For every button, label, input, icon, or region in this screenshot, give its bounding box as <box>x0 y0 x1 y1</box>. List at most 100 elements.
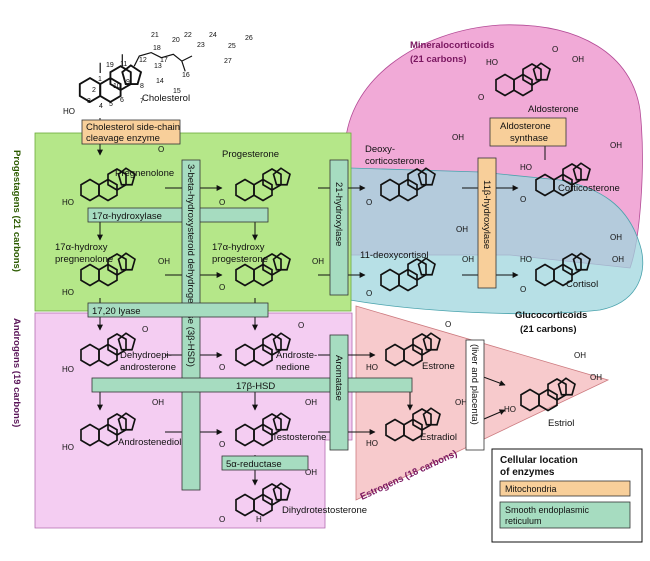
pregnenolone-o: O <box>158 145 164 154</box>
hydroxyprogesterone-label-2: progesterone <box>212 254 268 265</box>
cholesterol-ho: HO <box>63 107 75 116</box>
svg-text:23: 23 <box>197 42 205 49</box>
estriol-oh: OH <box>574 351 586 360</box>
svg-text:1: 1 <box>98 76 102 83</box>
testosterone-o: O <box>219 440 225 449</box>
hydroxypregnenolone-ho: HO <box>62 288 74 297</box>
aldosterone-ho: HO <box>486 58 498 67</box>
enzyme-5a-reductase-text: 5α-reductase <box>226 459 282 470</box>
pregnenolone-ho: HO <box>62 198 74 207</box>
progestagens-title: Progestagens (21 carbons) <box>11 150 22 272</box>
hydroxyprogesterone-oh: OH <box>312 257 324 266</box>
dhea-o: O <box>142 325 148 334</box>
svg-text:10: 10 <box>113 83 121 90</box>
legend-title-line2: of enzymes <box>500 467 555 478</box>
cortisol-ho: HO <box>520 255 532 264</box>
enzyme-liver-placenta-text: (liver and placenta) <box>469 344 480 425</box>
hydroxypregnenolone-label-2: pregnenolone <box>55 254 113 265</box>
enzyme-liver-placenta: (liver and placenta) <box>465 339 485 451</box>
svg-text:12: 12 <box>139 57 147 64</box>
enzyme-17a-hydroxylase: 17α-hydroxylase <box>87 207 269 223</box>
enzyme-17-20-lyase-text: 17,20 lyase <box>92 306 141 317</box>
svg-text:7: 7 <box>140 98 144 105</box>
enzyme-17-20-lyase: 17,20 lyase <box>87 302 269 318</box>
androstenediol-ho: HO <box>62 443 74 452</box>
aldosterone-label: Aldosterone <box>528 104 579 115</box>
svg-text:16: 16 <box>182 72 190 79</box>
svg-text:6: 6 <box>120 97 124 104</box>
svg-text:3: 3 <box>87 98 91 105</box>
hydroxypregnenolone-oh: OH <box>158 257 170 266</box>
carbon-numbers: 1 2 3 4 5 6 7 8 9 10 11 12 13 14 15 16 1… <box>87 32 253 110</box>
legend-ser-label-2: reticulum <box>505 516 542 526</box>
corticosterone-label: Corticosterone <box>558 183 620 194</box>
svg-text:5: 5 <box>109 101 113 108</box>
estrone-label: Estrone <box>422 361 455 372</box>
deoxycortisol-o: O <box>366 289 372 298</box>
svg-text:8: 8 <box>140 83 144 90</box>
svg-text:27: 27 <box>224 58 232 65</box>
enzyme-3b-hsd: 3-beta-hydroxysteroid dehydrogenase (3β-… <box>181 159 201 491</box>
enzyme-5a-reductase: 5α-reductase <box>221 455 309 471</box>
mineralocorticoids-subtitle: (21 carbons) <box>410 54 467 65</box>
cortisol-oh-2: OH <box>612 255 624 264</box>
estrone-ho: HO <box>366 363 378 372</box>
svg-text:14: 14 <box>156 78 164 85</box>
corticosterone-oh: OH <box>610 141 622 150</box>
estradiol-ho: HO <box>366 439 378 448</box>
androstenedione-o: O <box>219 363 225 372</box>
androstenediol-oh: OH <box>152 398 164 407</box>
pregnenolone-label: Pregnenolone <box>115 168 174 179</box>
testosterone-oh: OH <box>305 398 317 407</box>
cortisol-o: O <box>520 285 526 294</box>
cholesterol-structure <box>78 51 193 103</box>
androstenedione-label-2: nedione <box>276 362 310 373</box>
dht-oh: OH <box>305 468 317 477</box>
deoxycorticosterone-o: O <box>366 198 372 207</box>
progesterone-label: Progesterone <box>222 149 279 160</box>
estradiol-label: Estradiol <box>420 432 457 443</box>
estriol-ho: HO <box>504 405 516 414</box>
dht-h: H <box>256 515 262 524</box>
enzyme-17a-hydroxylase-text: 17α-hydroxylase <box>92 211 162 222</box>
svg-text:17: 17 <box>160 57 168 64</box>
svg-text:25: 25 <box>228 43 236 50</box>
enzyme-aromatase-text: Aromatase <box>333 355 344 401</box>
aldosterone-o: O <box>478 93 484 102</box>
enzyme-21-hydroxylase-text: 21-hydroxylase <box>333 182 344 246</box>
androgens-title: Androgens (19 carbons) <box>11 318 22 427</box>
estriol-oh-2: OH <box>590 373 602 382</box>
deoxycorticosterone-label-2: corticosterone <box>365 156 425 167</box>
enzyme-11b-hydroxylase: 11β-hydroxylase <box>477 157 497 289</box>
cholesterol-label: Cholesterol <box>142 93 190 104</box>
aldosterone-o-2: O <box>552 45 558 54</box>
legend-ser-label-1: Smooth endoplasmic <box>505 505 590 515</box>
hydroxyprogesterone-label-1: 17α-hydroxy <box>212 242 265 253</box>
glucocorticoids-title: Glucocorticoids <box>515 310 587 321</box>
svg-text:11: 11 <box>120 61 127 68</box>
svg-text:26: 26 <box>245 35 253 42</box>
corticosterone-ho: HO <box>520 163 532 172</box>
progesterone-o: O <box>219 198 225 207</box>
enzyme-21-hydroxylase: 21-hydroxylase <box>329 159 349 296</box>
dht-label: Dihydrotestosterone <box>282 505 367 516</box>
enzyme-scc: Cholesterol side-chain cleavage enzyme <box>81 119 181 145</box>
aldosterone-oh: OH <box>572 55 584 64</box>
svg-text:2: 2 <box>92 87 96 94</box>
svg-text:13: 13 <box>154 63 162 70</box>
enzyme-3b-hsd-text: 3-beta-hydroxysteroid dehydrogenase (3β-… <box>185 164 196 367</box>
enzyme-aromatase: Aromatase <box>329 334 349 451</box>
enzyme-aldosterone-synthase-line1: Aldosterone <box>500 121 551 132</box>
svg-text:19: 19 <box>106 62 114 69</box>
androstenedione-label-1: Androste- <box>276 350 317 361</box>
testosterone-label: Testosterone <box>272 432 326 443</box>
enzyme-aldosterone-synthase-line2: synthase <box>510 133 548 144</box>
svg-text:24: 24 <box>209 32 217 39</box>
deoxycorticosterone-oh: OH <box>452 133 464 142</box>
svg-text:20: 20 <box>172 37 180 44</box>
hydroxypregnenolone-label-1: 17α-hydroxy <box>55 242 108 253</box>
dhea-label-1: Dehydroepi- <box>120 350 172 361</box>
deoxycortisol-label: 11-deoxycortisol <box>360 250 428 261</box>
legend-mitochondria-swatch <box>499 480 631 497</box>
